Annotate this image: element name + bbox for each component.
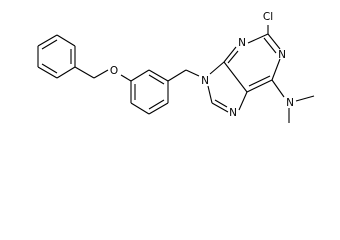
bond xyxy=(185,69,200,77)
bond xyxy=(209,61,225,75)
bond xyxy=(148,99,165,110)
bond xyxy=(148,69,169,82)
bond xyxy=(271,58,281,81)
bond xyxy=(223,61,248,93)
bond xyxy=(120,74,132,82)
bond xyxy=(167,69,187,82)
bond xyxy=(295,95,315,102)
bond xyxy=(223,46,237,63)
atom-n3-label: N xyxy=(238,37,246,49)
bond xyxy=(247,33,269,44)
bond xyxy=(214,99,228,108)
bond xyxy=(56,34,76,47)
bond xyxy=(93,69,109,79)
atom-n9-label: N xyxy=(201,75,209,87)
atom-labels: O N N N Cl N N xyxy=(110,11,294,119)
bond xyxy=(211,102,229,113)
bond xyxy=(227,50,239,64)
bonds xyxy=(37,25,315,123)
bond xyxy=(41,63,58,74)
bond xyxy=(37,34,58,47)
bond xyxy=(56,66,76,79)
atom-n-amine-label: N xyxy=(286,97,294,109)
bond xyxy=(148,74,165,85)
bond xyxy=(207,85,213,104)
bond xyxy=(238,91,248,111)
bond xyxy=(267,33,281,50)
bond xyxy=(130,69,150,82)
bond xyxy=(130,102,150,115)
bond xyxy=(246,79,273,93)
bond xyxy=(271,79,285,98)
bond xyxy=(74,66,95,79)
bond xyxy=(263,37,277,54)
atom-n1-label: N xyxy=(278,49,286,61)
atom-cl-label: Cl xyxy=(263,11,273,23)
atom-o-label: O xyxy=(110,65,118,77)
structure-diagram: O N N N Cl N N xyxy=(37,11,315,123)
bond xyxy=(148,102,169,115)
atom-n7-label: N xyxy=(229,107,237,119)
bond xyxy=(37,66,58,79)
bond xyxy=(248,75,271,87)
bond xyxy=(41,39,58,50)
